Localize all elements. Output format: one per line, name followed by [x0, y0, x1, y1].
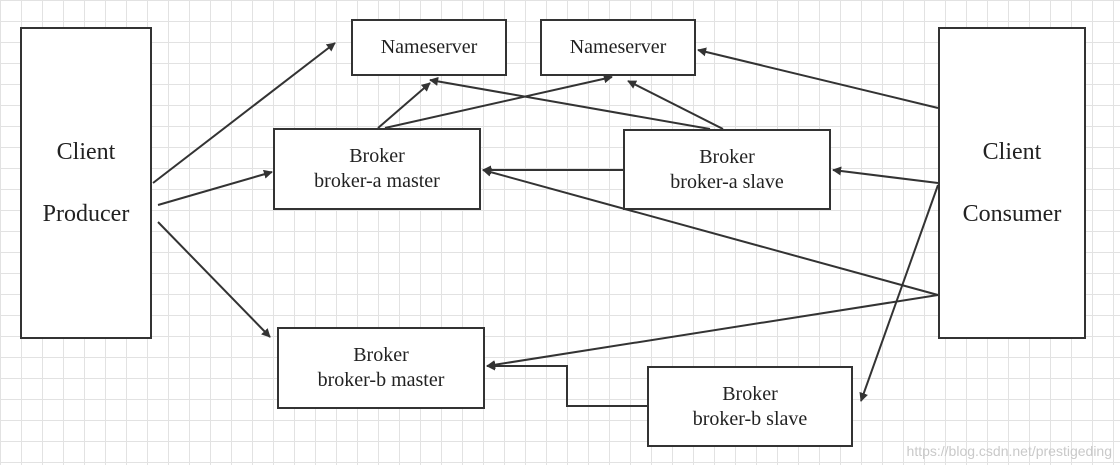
client-consumer-box: Client Consumer — [938, 27, 1086, 339]
client-producer-box: Client Producer — [20, 27, 152, 339]
edge-client-producer-to-nameserver-1 — [152, 42, 336, 184]
broker-a-master-name: broker-a master — [314, 170, 440, 192]
edge-client-consumer-to-nameserver-2 — [697, 47, 939, 109]
nameserver-2-label: Nameserver — [569, 36, 667, 58]
edge-broker-b-slave-to-broker-b-master — [486, 361, 647, 407]
client-consumer-name: Consumer — [962, 201, 1062, 227]
client-producer-title: Client — [56, 139, 116, 165]
nameserver-1-label: Nameserver — [380, 36, 478, 58]
edge-client-consumer-to-broker-b-master — [486, 294, 939, 370]
watermark-text: https://blog.csdn.net/prestigeding — [906, 443, 1112, 459]
broker-a-slave-box: Broker broker-a slave — [623, 129, 831, 210]
edge-client-consumer-to-broker-a-slave — [832, 166, 939, 184]
broker-b-slave-box: Broker broker-b slave — [647, 366, 853, 447]
nameserver-1-box: Nameserver — [351, 19, 507, 76]
broker-b-slave-title: Broker — [722, 382, 778, 405]
edge-layer — [152, 42, 939, 407]
broker-a-master-title: Broker — [349, 145, 405, 167]
broker-b-master-box: Broker broker-b master — [277, 327, 485, 409]
edge-client-consumer-to-broker-a-master — [482, 167, 939, 296]
broker-b-master-name: broker-b master — [317, 369, 445, 391]
edge-broker-a-master-to-nameserver-1 — [377, 82, 431, 129]
nameserver-2-box: Nameserver — [540, 19, 696, 76]
broker-b-slave-name: broker-b slave — [692, 407, 808, 430]
edge-client-consumer-to-broker-b-slave — [859, 184, 939, 402]
edge-client-producer-to-broker-a-master — [157, 169, 273, 206]
broker-a-master-box: Broker broker-a master — [273, 128, 481, 210]
edge-broker-a-master-to-nameserver-2 — [384, 74, 613, 129]
broker-a-slave-title: Broker — [699, 145, 755, 168]
edge-broker-a-slave-to-nameserver-2 — [627, 80, 724, 130]
client-producer-name: Producer — [42, 201, 130, 227]
broker-b-master-title: Broker — [353, 344, 409, 366]
client-consumer-title: Client — [982, 139, 1042, 165]
broker-a-slave-name: broker-a slave — [670, 170, 784, 193]
edge-broker-a-slave-to-nameserver-1 — [429, 76, 711, 130]
edge-client-producer-to-broker-b-master — [157, 221, 271, 338]
